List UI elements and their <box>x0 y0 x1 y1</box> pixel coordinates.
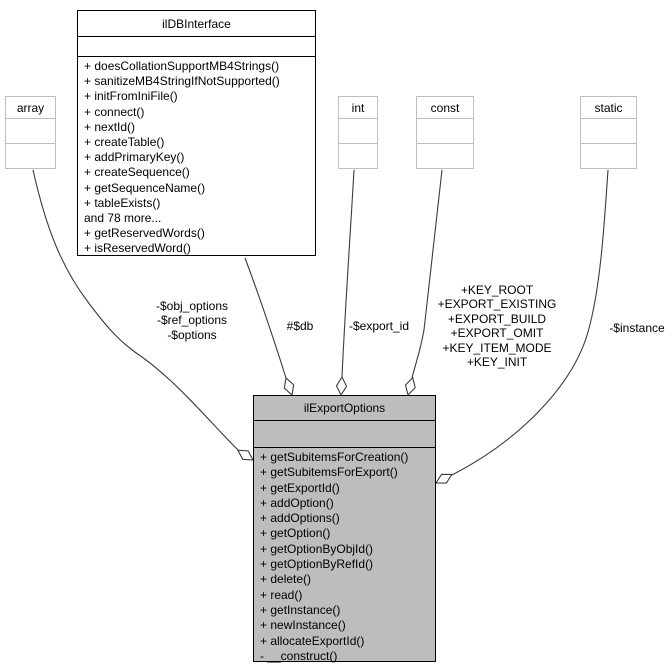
edge-label-export-id-member: -$export_id <box>337 319 421 333</box>
attributes-section <box>339 119 377 144</box>
text-line: and 78 more... <box>84 211 162 226</box>
text-line: + initFromIniFile() <box>84 89 178 104</box>
text-line: + getSequenceName() <box>84 180 206 195</box>
text-line: + read() <box>260 587 303 602</box>
type-title: const <box>417 97 473 119</box>
methods-section: + doesCollationSupportMB4Strings()+ sani… <box>78 57 315 257</box>
edge-label-const-members: +KEY_ROOT+EXPORT_EXISTING+EXPORT_BUILD+E… <box>424 283 570 369</box>
text-line: +KEY_ITEM_MODE <box>442 340 552 355</box>
type-node-const: const <box>416 96 474 169</box>
text-line: + isReservedWord() <box>84 241 191 256</box>
edge-label-array-members: -$obj_options-$ref_options-$options <box>137 299 247 342</box>
attributes-section <box>581 119 636 144</box>
text-line: + nextId() <box>84 119 136 134</box>
text-line: +KEY_INIT <box>466 355 528 370</box>
text-line: + connect() <box>84 104 145 119</box>
aggregation-diamond-icon <box>236 449 254 461</box>
text-line: + addOptions() <box>260 511 340 526</box>
text-line: + getSubitemsForCreation() <box>260 450 409 464</box>
text-line: +EXPORT_BUILD <box>447 311 547 326</box>
methods-section: + getSubitemsForCreation()+ getSubitemsF… <box>254 448 435 664</box>
text-line: + tableExists() <box>84 195 161 210</box>
edge-label-instance-member: -$instance <box>599 321 672 335</box>
text-line: + sanitizeMB4StringIfNotSupported() <box>84 74 280 89</box>
class-node-ilexportoptions: ilExportOptions + getSubitemsForCreation… <box>253 395 436 664</box>
text-line: + delete() <box>260 572 312 587</box>
text-line: + doesCollationSupportMB4Strings() <box>84 59 280 73</box>
methods-section <box>581 144 636 169</box>
edge-int-to-ilexportoptions <box>341 169 355 378</box>
text-line: + getSubitemsForExport() <box>260 465 398 480</box>
text-line: + newInstance() <box>260 618 346 633</box>
text-line: -$options <box>167 327 217 342</box>
text-line: +EXPORT_EXISTING <box>437 297 557 312</box>
text-line: + getExportId() <box>260 480 340 495</box>
text-line: + allocateExportId() <box>260 633 365 648</box>
aggregation-diamond-icon <box>434 473 453 484</box>
text-line: + getOptionByObjId() <box>260 541 374 556</box>
text-line: + addPrimaryKey() <box>84 150 185 165</box>
text-line: + createTable() <box>84 135 165 150</box>
methods-section <box>339 144 377 169</box>
aggregation-diamond-icon <box>283 376 295 397</box>
text-line: + getReservedWords() <box>84 226 205 241</box>
class-title: ilDBInterface <box>78 11 315 37</box>
text-line: +KEY_ROOT <box>460 283 534 297</box>
type-title: static <box>581 97 636 119</box>
type-node-static: static <box>580 96 637 169</box>
attributes-section <box>78 37 315 57</box>
text-line: + addOption() <box>260 495 334 510</box>
methods-section <box>6 144 55 169</box>
attributes-section <box>417 119 473 144</box>
type-title: int <box>339 97 377 119</box>
text-line: + getOptionByRefId() <box>260 557 374 572</box>
class-node-ildbinterface[interactable]: ilDBInterface + doesCollationSupportMB4S… <box>77 10 316 256</box>
text-line: -$instance <box>609 321 665 335</box>
text-line: + getInstance() <box>260 602 341 617</box>
text-line: + getOption() <box>260 526 331 541</box>
type-node-array: array <box>5 96 56 169</box>
edge-const-to-ilexportoptions <box>411 169 443 379</box>
text-line: -$export_id <box>348 319 410 333</box>
class-title: ilExportOptions <box>254 396 435 421</box>
aggregation-diamond-icon <box>335 375 348 397</box>
text-line: -$obj_options <box>155 299 229 313</box>
text-line: - __construct() <box>260 648 338 663</box>
text-line: #$db <box>286 319 314 333</box>
attributes-section <box>6 119 55 144</box>
edge-label-db-member: #$db <box>272 319 328 333</box>
text-line: +EXPORT_OMIT <box>450 326 544 341</box>
aggregation-diamond-icon <box>404 376 416 397</box>
text-line: + createSequence() <box>84 165 190 180</box>
edge-array-to-ilexportoptions <box>32 169 239 451</box>
text-line: -$ref_options <box>156 313 228 328</box>
edge-static-to-ilexportoptions <box>451 169 609 476</box>
edge-ildbinterface-to-ilexportoptions <box>244 257 287 379</box>
type-node-int: int <box>338 96 378 169</box>
type-title: array <box>6 97 55 119</box>
methods-section <box>417 144 473 169</box>
attributes-section <box>254 421 435 448</box>
